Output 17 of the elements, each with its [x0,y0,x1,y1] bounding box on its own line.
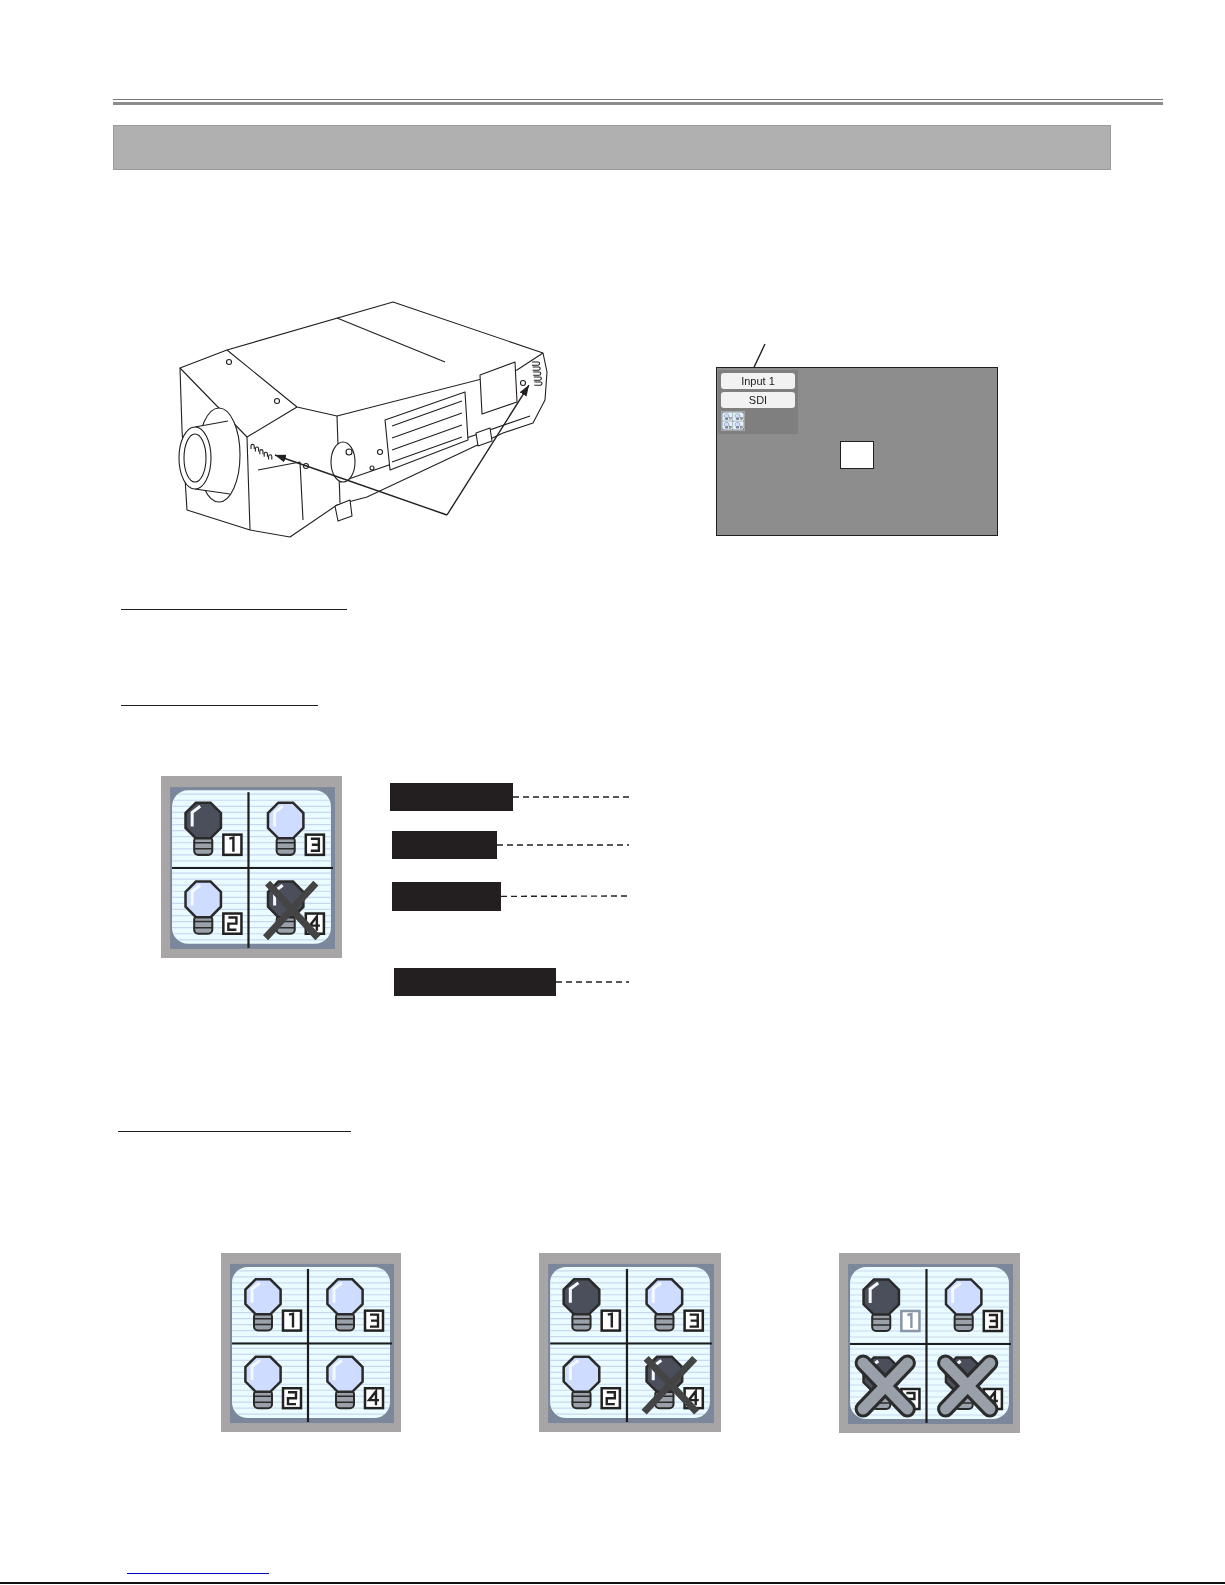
label-bar [392,882,501,911]
projected-screen [716,367,998,536]
title-bar [113,125,1111,170]
label-bar [394,968,556,996]
label-bar [390,783,513,811]
indicator-lights [529,360,543,388]
menu-item: SDI [721,392,795,408]
dashed-leader-line [500,895,630,898]
leader-arrow [446,384,530,516]
label-bar [392,831,497,859]
dashed-leader-line [496,844,630,846]
menu-item: Input 1 [721,373,795,389]
dashed-leader-line [555,981,630,983]
indicator-lights [249,441,275,460]
menu-panel [718,370,798,434]
leader-arrow [274,454,448,516]
dashed-leader-line [512,796,630,798]
